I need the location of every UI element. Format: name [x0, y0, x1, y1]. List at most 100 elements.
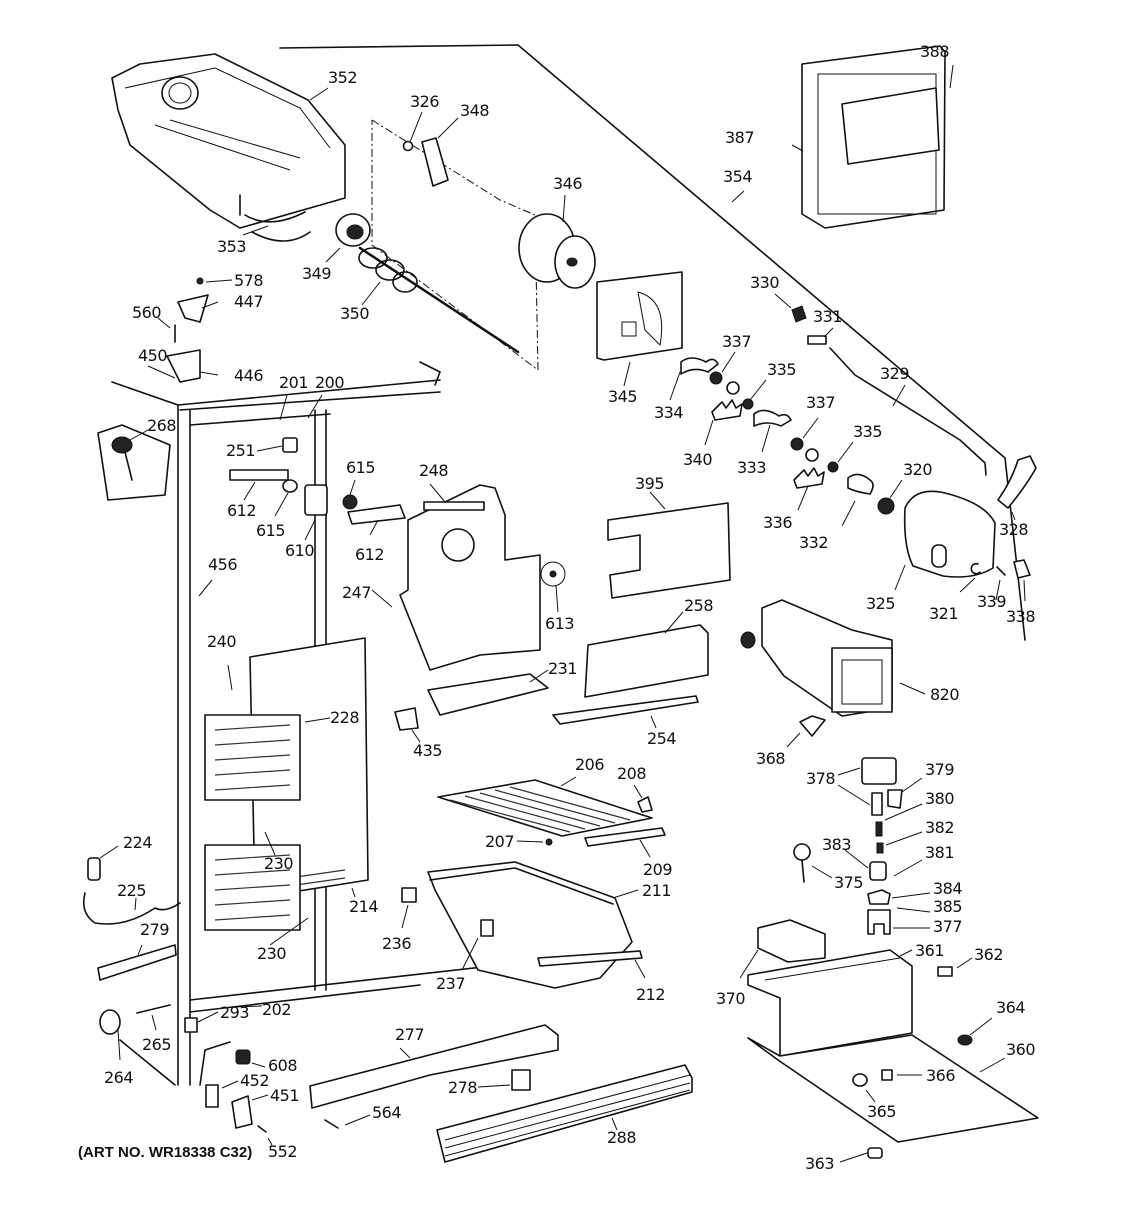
rod-329	[829, 347, 987, 476]
leader-332	[841, 500, 856, 527]
leader-268	[129, 429, 149, 441]
clip-293	[184, 1017, 198, 1033]
leader-200	[307, 394, 323, 419]
trim-254	[552, 695, 699, 725]
leader-452	[221, 1080, 239, 1089]
part-label-608: 608	[268, 1056, 298, 1075]
part-label-211: 211	[642, 881, 672, 900]
leader-254	[650, 715, 657, 729]
gear-train	[680, 357, 895, 515]
leader-340	[704, 419, 714, 446]
part-label-366: 366	[926, 1066, 956, 1085]
leader-384	[891, 892, 931, 899]
part-label-612-b: 612	[355, 545, 385, 564]
leader-237	[461, 937, 479, 971]
strip-248	[423, 501, 485, 511]
clip-363	[867, 1147, 883, 1159]
leader-364	[969, 1017, 993, 1036]
tray-under-duct	[427, 673, 549, 716]
part-label-225: 225	[117, 881, 147, 900]
grommet-365	[852, 1073, 868, 1087]
trim-212	[537, 950, 643, 967]
motor-housing-325	[903, 490, 996, 578]
leader-615b	[349, 479, 356, 496]
leader-208	[633, 784, 643, 799]
leader-608	[251, 1062, 266, 1068]
part-label-375: 375	[834, 873, 864, 892]
part-label-336: 336	[763, 513, 793, 532]
leader-211	[612, 889, 639, 899]
part-label-320: 320	[903, 460, 933, 479]
part-label-364: 364	[996, 998, 1026, 1017]
part-label-209: 209	[643, 860, 673, 879]
part-label-560: 560	[132, 303, 162, 322]
leader-612b	[369, 519, 379, 536]
leader-353	[242, 225, 269, 236]
leader-362	[956, 957, 973, 969]
part-label-212: 212	[636, 985, 666, 1004]
bracket-338	[1013, 559, 1031, 579]
leader-328	[1011, 511, 1016, 521]
pin-339	[996, 566, 1006, 576]
part-label-613: 613	[545, 614, 575, 633]
part-label-248: 248	[419, 461, 449, 480]
part-label-360: 360	[1006, 1040, 1036, 1059]
part-label-345: 345	[608, 387, 638, 406]
leader-209	[639, 839, 651, 858]
leader-293	[197, 1011, 219, 1023]
ice-section-outline	[279, 44, 1026, 641]
leader-335b	[837, 441, 854, 463]
leader-230a	[264, 831, 276, 856]
knob-615a	[282, 479, 298, 493]
part-label-338: 338	[1006, 607, 1036, 626]
part-label-325: 325	[866, 594, 896, 613]
leader-331	[823, 327, 834, 338]
leader-380	[884, 803, 923, 821]
ring-326	[402, 140, 414, 152]
part-label-224: 224	[123, 833, 153, 852]
part-label-387: 387	[725, 128, 755, 147]
leader-350	[361, 281, 381, 306]
part-label-352: 352	[328, 68, 358, 87]
part-label-435: 435	[413, 741, 443, 760]
leader-375	[811, 865, 833, 879]
clip-362	[937, 966, 953, 977]
leader-337a	[721, 351, 736, 373]
leader-349	[325, 247, 341, 263]
hinge-446	[166, 349, 201, 383]
leader-446	[199, 371, 219, 376]
leader-820	[899, 682, 926, 695]
leader-278	[477, 1084, 511, 1088]
part-label-279: 279	[140, 920, 170, 939]
part-label-278: 278	[448, 1078, 478, 1097]
screw-552	[257, 1125, 267, 1133]
part-label-450: 450	[138, 346, 168, 365]
leader-337b	[802, 417, 819, 439]
cover-258	[584, 624, 709, 698]
ice-bucket	[111, 53, 346, 242]
thermostat-610	[304, 484, 328, 516]
part-label-615-a: 615	[256, 521, 286, 540]
clip-608	[235, 1049, 251, 1065]
clip-236	[401, 887, 417, 903]
pin-265	[136, 1004, 171, 1014]
leader-370	[739, 949, 759, 979]
evaporator-228	[204, 714, 301, 931]
light-socket-inset-268	[97, 424, 171, 501]
bracket-368	[799, 715, 826, 737]
leader-279	[137, 944, 143, 956]
leader-612a	[243, 481, 256, 501]
part-label-335-a: 335	[767, 360, 797, 379]
stud-207	[545, 838, 553, 846]
part-label-354: 354	[723, 167, 753, 186]
leader-330	[774, 293, 792, 309]
leader-339	[995, 579, 1001, 601]
part-label-321: 321	[929, 604, 959, 623]
part-label-200: 200	[315, 373, 345, 392]
part-label-264: 264	[104, 1068, 134, 1087]
part-label-333: 333	[737, 458, 767, 477]
leader-225	[134, 897, 137, 911]
part-label-330: 330	[750, 273, 780, 292]
part-label-452: 452	[240, 1071, 270, 1090]
